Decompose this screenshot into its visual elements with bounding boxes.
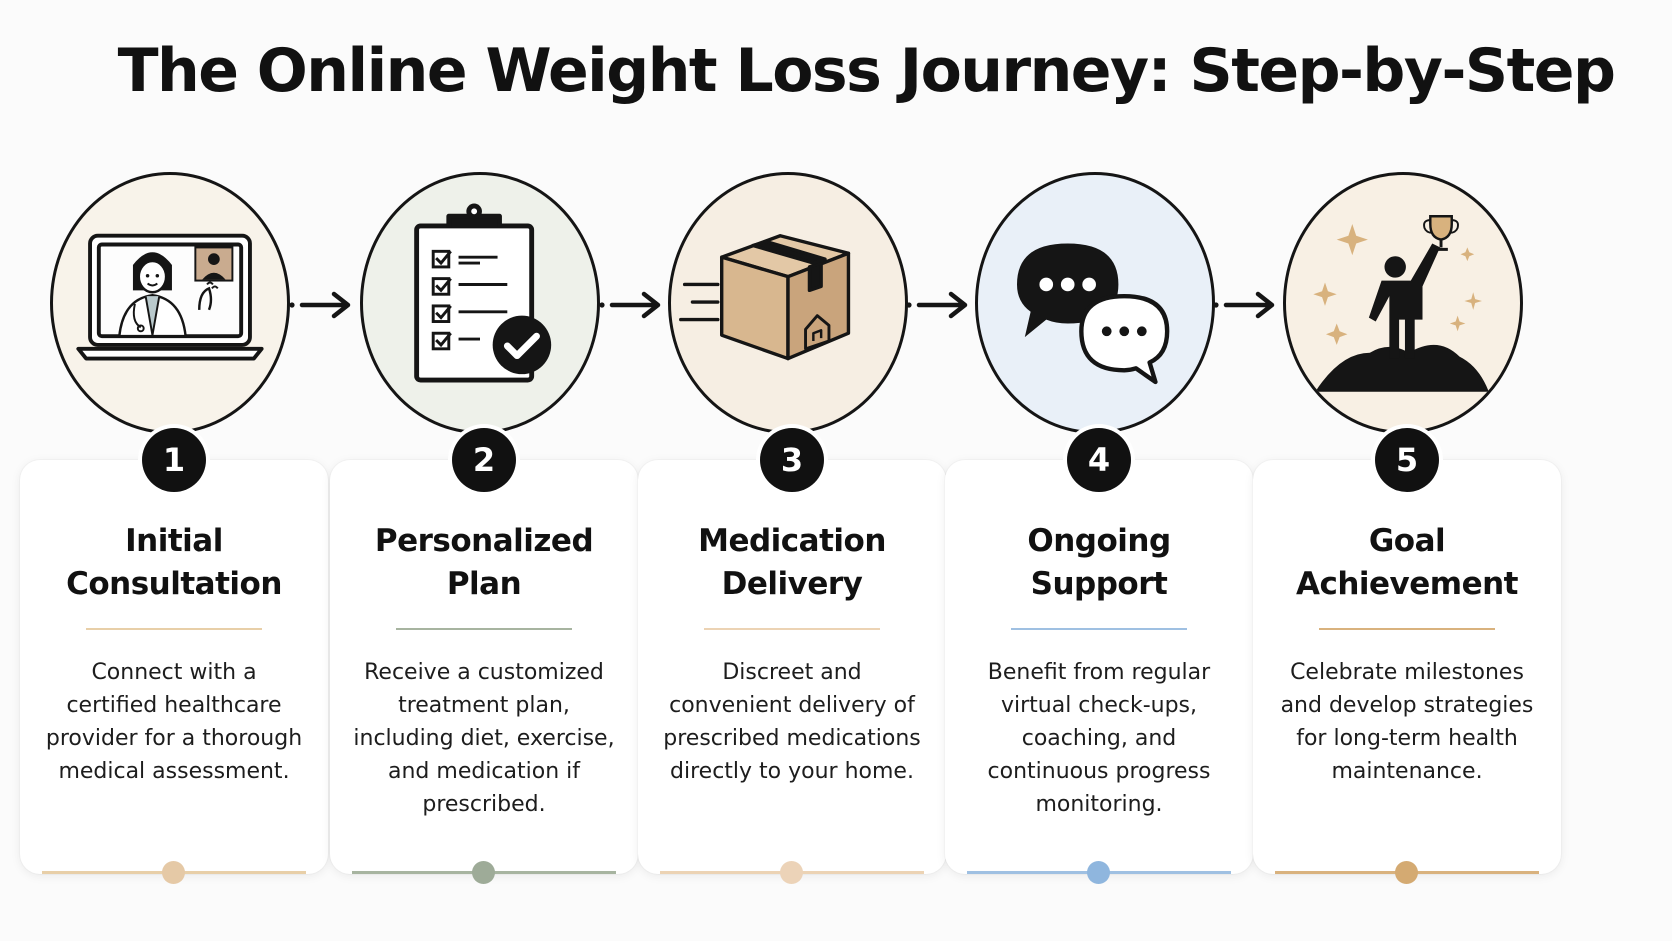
description-line: Connect with a xyxy=(91,660,257,685)
clipboard-checklist-icon xyxy=(360,172,600,434)
dotted-arrow-icon xyxy=(288,288,354,322)
step-title-line: Ongoing xyxy=(1027,523,1171,559)
step-card xyxy=(330,460,638,874)
step-card xyxy=(1253,460,1561,874)
step-title-line: Delivery xyxy=(721,566,863,602)
description-line: and develop strategies xyxy=(1280,693,1534,718)
description-line: monitoring. xyxy=(1035,792,1163,817)
description-line: medical assessment. xyxy=(58,759,290,784)
step-number-badge: 4 xyxy=(1067,428,1131,492)
step-number-badge: 1 xyxy=(142,428,206,492)
step-description: Receive a customized treatment plan, inclu… xyxy=(348,656,620,821)
description-line: maintenance. xyxy=(1331,759,1483,784)
description-line: virtual check-ups, xyxy=(1000,693,1198,718)
description-line: Celebrate milestones xyxy=(1290,660,1524,685)
step-title-line: Support xyxy=(1030,566,1168,602)
description-line: prescribed. xyxy=(422,792,546,817)
title-divider xyxy=(86,628,262,630)
dotted-arrow-icon xyxy=(905,288,971,322)
description-line: Discreet and xyxy=(722,660,862,685)
video-consultation-icon xyxy=(50,172,290,434)
dotted-arrow-icon xyxy=(598,288,664,322)
step-number-badge: 5 xyxy=(1375,428,1439,492)
step-description: Connect with a certified healthcare provid… xyxy=(38,656,310,788)
step-description: Celebrate milestones and develop strategi… xyxy=(1271,656,1543,788)
step-description: Benefit from regular virtual check-ups, co… xyxy=(963,656,1235,821)
step-title-line: Plan xyxy=(446,566,522,602)
card-accent-dot xyxy=(780,861,803,884)
step-number-badge: 2 xyxy=(452,428,516,492)
card-accent-dot xyxy=(162,861,185,884)
step-title-line: Consultation xyxy=(66,566,282,602)
description-line: coaching, and xyxy=(1021,726,1177,751)
description-line: and medication if xyxy=(388,759,580,784)
title-divider xyxy=(396,628,572,630)
step-title-line: Initial xyxy=(125,523,223,559)
description-line: certified healthcare xyxy=(66,693,282,718)
description-line: continuous progress xyxy=(987,759,1211,784)
step-number-badge: 3 xyxy=(760,428,824,492)
description-line: directly to your home. xyxy=(670,759,914,784)
step-title-line: Goal xyxy=(1368,523,1446,559)
description-line: including diet, exercise, xyxy=(353,726,615,751)
chat-bubbles-icon xyxy=(975,172,1215,434)
card-accent-dot xyxy=(1395,861,1418,884)
description-line: convenient delivery of xyxy=(669,693,915,718)
title-divider xyxy=(704,628,880,630)
description-line: treatment plan, xyxy=(398,693,570,718)
step-card xyxy=(945,460,1253,874)
step-title-line: Medication xyxy=(698,523,886,559)
description-line: Receive a customized xyxy=(364,660,604,685)
step-card xyxy=(638,460,946,874)
description-line: for long-term health xyxy=(1296,726,1518,751)
page-title: The Online Weight Loss Journey: Step-by-… xyxy=(117,36,1616,106)
trophy-summit-icon xyxy=(1283,172,1523,434)
description-line: Benefit from regular xyxy=(987,660,1211,685)
step-description: Discreet and convenient delivery of prescr… xyxy=(656,656,928,788)
card-accent-dot xyxy=(1087,861,1110,884)
title-divider xyxy=(1319,628,1495,630)
card-accent-dot xyxy=(472,861,495,884)
step-title-line: Achievement xyxy=(1295,566,1519,602)
step-title-line: Personalized xyxy=(374,523,594,559)
dotted-arrow-icon xyxy=(1212,288,1278,322)
step-card xyxy=(20,460,328,874)
delivery-box-icon xyxy=(668,172,908,434)
description-line: prescribed medications xyxy=(663,726,921,751)
description-line: provider for a thorough xyxy=(45,726,303,751)
title-divider xyxy=(1011,628,1187,630)
